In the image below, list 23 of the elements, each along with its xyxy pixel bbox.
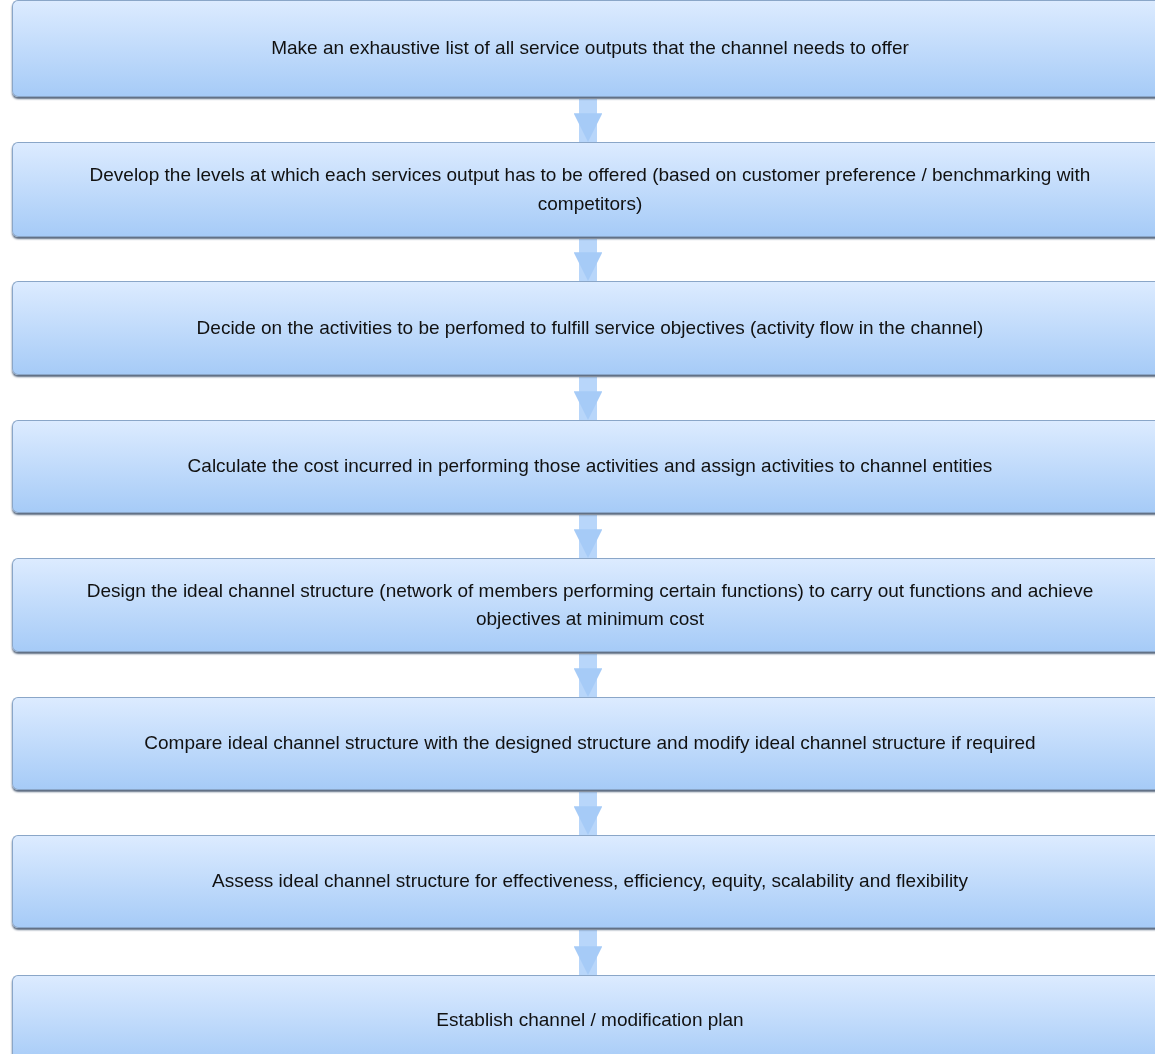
arrow bbox=[573, 377, 603, 420]
arrow bbox=[573, 930, 603, 975]
arrow bbox=[573, 654, 603, 697]
step-box bbox=[12, 558, 1155, 652]
step-box bbox=[12, 697, 1155, 790]
step-text: Compare ideal channel structure with the designed structure and modify ideal channel structure if required bbox=[144, 731, 1036, 756]
arrow bbox=[573, 239, 603, 281]
arrow bbox=[573, 792, 603, 835]
step-box bbox=[12, 142, 1155, 237]
step-box bbox=[12, 0, 1155, 97]
step-text: Make an exhaustive list of all service outputs that the channel needs to offer bbox=[271, 36, 909, 61]
step-box bbox=[12, 975, 1155, 1054]
step-text: Decide on the activities to be perfomed to fulfill service objectives (activity flow in the channel) bbox=[196, 315, 984, 340]
step-box bbox=[12, 835, 1155, 928]
arrow bbox=[573, 515, 603, 558]
step-box bbox=[12, 281, 1155, 375]
step-text: Calculate the cost incurred in performing those activities and assign activities to channel entities bbox=[187, 454, 993, 479]
step-text: Design the ideal channel structure (network of members performing certain functions) to carry out functions and achieve objectives at minimum cost bbox=[85, 578, 1095, 631]
step-text: Assess ideal channel structure for effectiveness, efficiency, equity, scalability and flexibility bbox=[212, 869, 968, 894]
step-box bbox=[12, 420, 1155, 513]
step-text: Establish channel / modification plan bbox=[436, 1007, 744, 1032]
arrow bbox=[573, 99, 603, 142]
step-text: Develop the levels at which each services output has to be offered (based on customer preference / benchmarking with competitors) bbox=[88, 163, 1092, 216]
